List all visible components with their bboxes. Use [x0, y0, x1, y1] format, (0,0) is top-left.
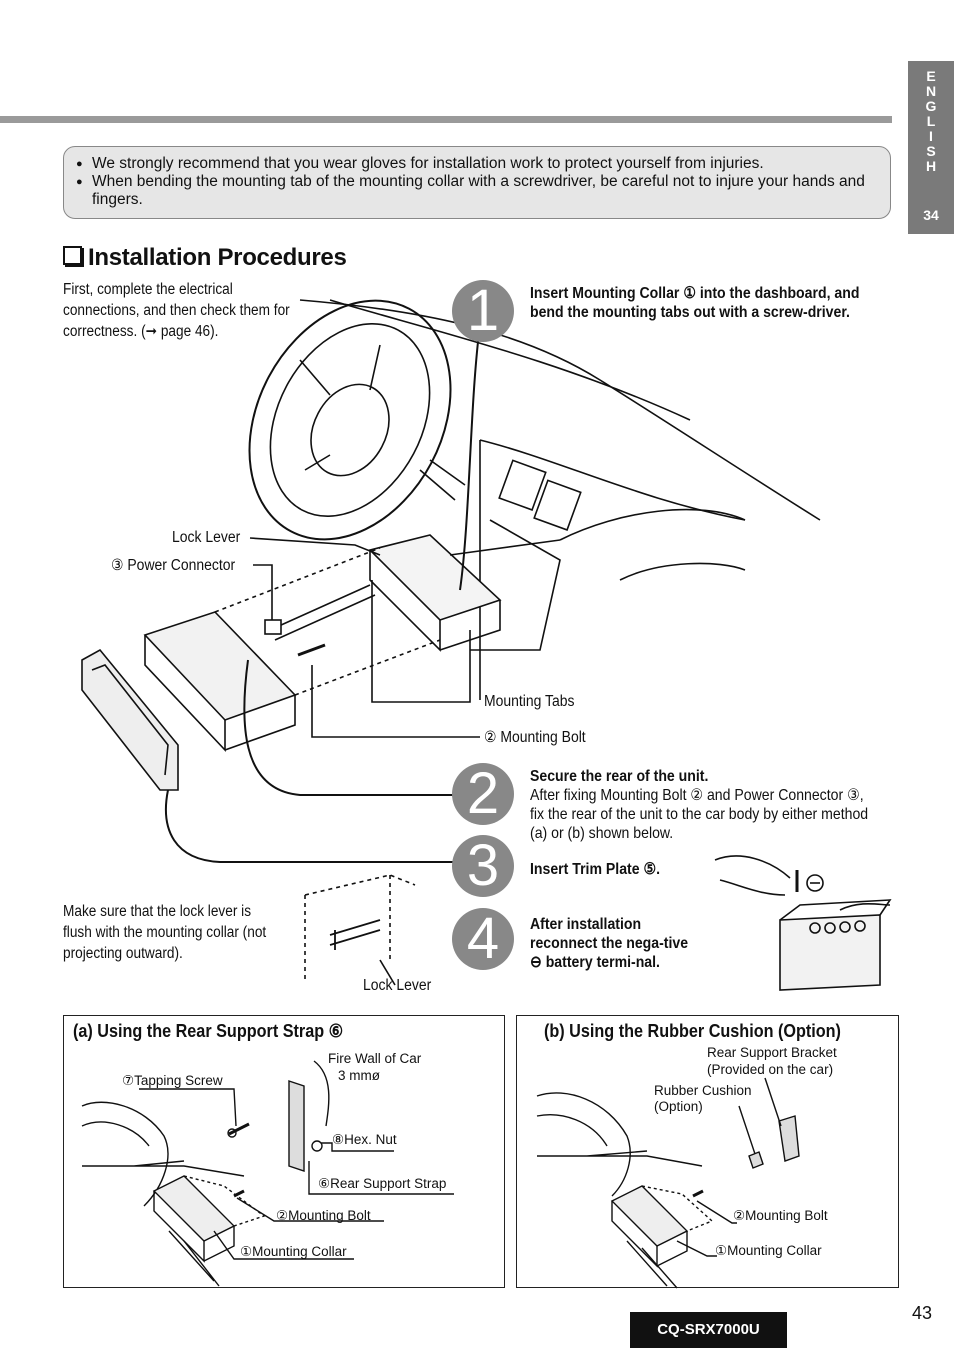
page-number: 43 [912, 1303, 933, 1323]
panel-a-title: (a) Using the Rear Support Strap ⑥ [73, 1021, 344, 1041]
label-rubber-cushion: Rubber Cushion [654, 1083, 752, 1098]
step-number-3: 3 [452, 835, 514, 897]
intro-text: First, complete the electrical connectio… [63, 281, 290, 340]
language-tab-page: 34 [923, 207, 939, 223]
panel-b: (b) Using the Rubber Cushion (Option) Re… [516, 1015, 899, 1289]
label-mounting-bolt: ②Mounting Bolt [733, 1208, 828, 1223]
panel-a-illustration [81, 1060, 454, 1287]
warning-item: When bending the mounting tab of the mou… [76, 173, 876, 209]
step-2-body: After fixing Mounting Bolt ② and Power C… [530, 787, 869, 842]
label-lock-lever: Lock Lever [172, 529, 241, 546]
panel-b-title: (b) Using the Rubber Cushion (Option) [544, 1021, 841, 1041]
label-fire-wall: Fire Wall of Car [328, 1051, 422, 1066]
warning-item: We strongly recommend that you wear glov… [76, 155, 876, 173]
checkbox-icon [63, 246, 82, 265]
label-mounting-bolt: ②Mounting Bolt [276, 1208, 371, 1223]
step-2-title: Secure the rear of the unit. [530, 768, 709, 785]
lock-lever-note: Make sure that the lock lever is flush w… [63, 903, 267, 962]
label-mounting-tabs: Mounting Tabs [484, 693, 575, 710]
label-provided-on-car: (Provided on the car) [707, 1062, 834, 1077]
label-lock-lever-inset: Lock Lever [363, 977, 432, 994]
label-tapping-screw: ⑦Tapping Screw [122, 1073, 223, 1088]
model-badge: CQ-SRX7000U [630, 1312, 787, 1348]
label-rubber-cushion-option: (Option) [654, 1099, 703, 1114]
step-3-text: Insert Trim Plate ⑤. [530, 861, 661, 878]
warning-box: We strongly recommend that you wear glov… [63, 146, 891, 219]
step-number-1: 1 [452, 280, 514, 342]
section-title: Installation Procedures [63, 244, 347, 272]
step-number-2: 2 [452, 763, 514, 825]
label-fire-wall-size: 3 mmø [338, 1068, 380, 1083]
panel-b-illustration [536, 1077, 800, 1289]
top-rule [0, 116, 892, 123]
label-mounting-collar: ①Mounting Collar [240, 1244, 347, 1259]
label-rear-support-bracket: Rear Support Bracket [707, 1045, 837, 1060]
panel-a: (a) Using the Rear Support Strap ⑥ Fire … [63, 1015, 505, 1288]
step-4-text: After installation reconnect the nega-ti… [530, 916, 689, 971]
label-mounting-collar: ①Mounting Collar [715, 1243, 822, 1258]
step-number-4: 4 [452, 908, 514, 970]
label-mounting-bolt: ② Mounting Bolt [484, 729, 586, 746]
step-2-text: Secure the rear of the unit. After fixin… [530, 767, 875, 843]
step-1-text: Insert Mounting Collar ① into the dashbo… [530, 285, 860, 321]
label-rear-support-strap: ⑥Rear Support Strap [318, 1176, 447, 1191]
installation-illustration [81, 299, 892, 991]
label-power-connector: ③ Power Connector [111, 557, 236, 574]
section-title-text: Installation Procedures [88, 244, 347, 271]
label-hex-nut: ⑧Hex. Nut [332, 1132, 397, 1147]
